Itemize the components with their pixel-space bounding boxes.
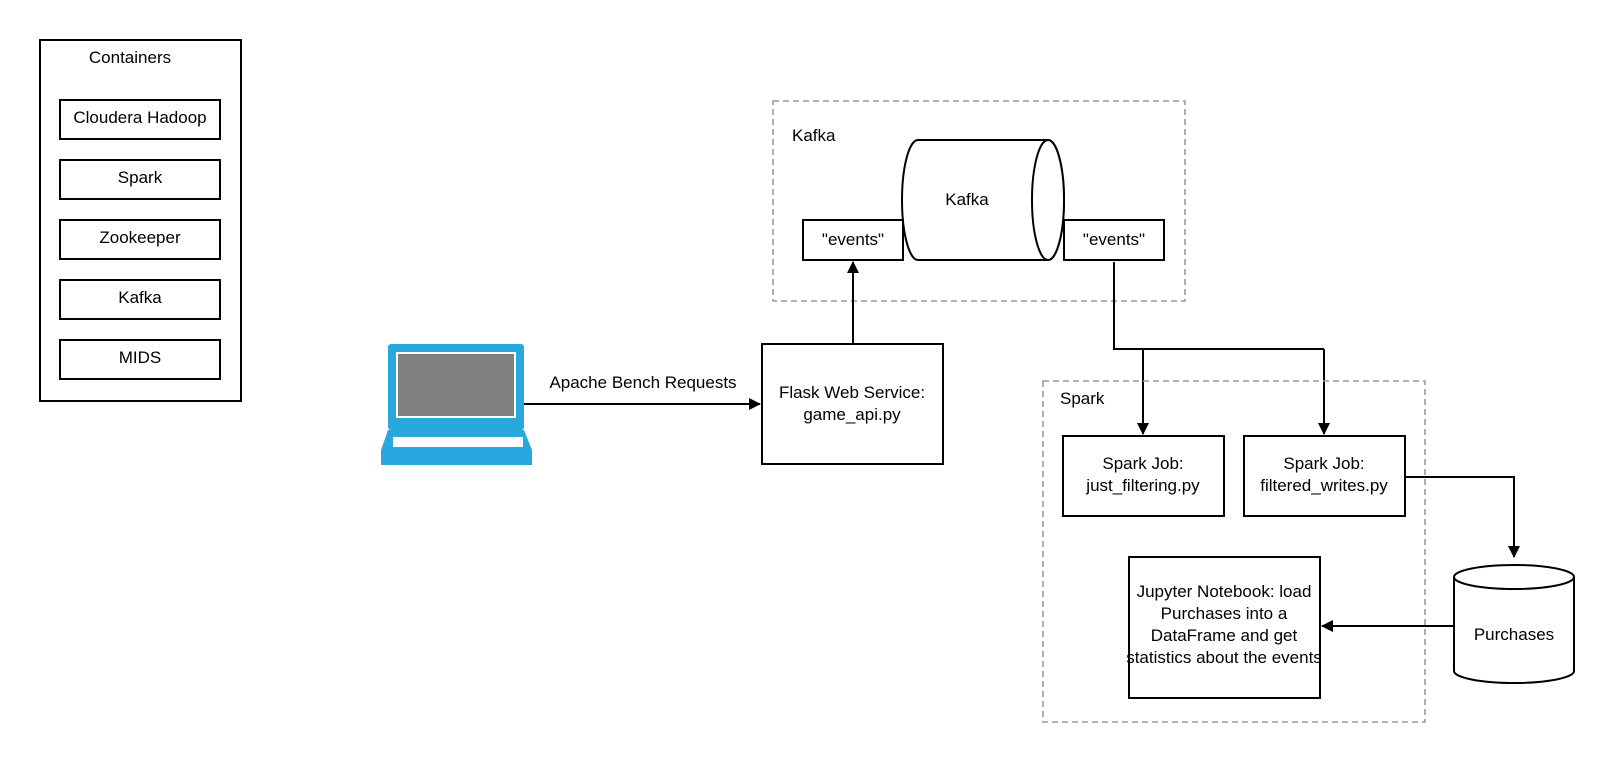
container-label: Zookeeper — [99, 228, 181, 247]
spark-group-border — [1042, 380, 1426, 723]
notebook-line: Purchases into a — [1161, 604, 1288, 623]
container-label: Kafka — [118, 288, 162, 307]
flask-web-service: Flask Web Service: game_api.py — [761, 343, 944, 465]
topic-events-in: "events" — [802, 219, 904, 261]
kafka-cylinder-label: Kafka — [945, 190, 989, 209]
kafka-group-label: Kafka — [792, 126, 836, 145]
container-spark: Spark — [59, 159, 221, 200]
kafka-to-spark-edges — [1113, 262, 1330, 435]
topic-events-out: "events" — [1063, 219, 1165, 261]
spark-job-line2: filtered_writes.py — [1260, 476, 1388, 495]
spark-job-line1: Spark Job: — [1283, 454, 1364, 473]
purchases-label: Purchases — [1474, 625, 1554, 644]
laptop-icon — [381, 344, 532, 465]
purchases-storage: Purchases — [1453, 564, 1575, 684]
requests-edge: Apache Bench Requests — [524, 373, 761, 410]
container-label: MIDS — [119, 348, 162, 367]
spark-group-label: Spark — [1060, 389, 1105, 408]
spark-group: Spark Spark Job: just_filtering.py Spark… — [1042, 380, 1426, 723]
flask-line2: game_api.py — [803, 405, 901, 424]
jupyter-notebook: Jupyter Notebook: load Purchases into a … — [1126, 556, 1322, 699]
topic-label: "events" — [822, 230, 884, 249]
containers-panel: Containers Cloudera Hadoop Spark Zookeep… — [39, 39, 242, 402]
kafka-group-border — [772, 100, 1186, 302]
kafka-cylinder: Kafka — [901, 139, 1065, 261]
notebook-line: DataFrame and get — [1151, 626, 1298, 645]
container-zookeeper: Zookeeper — [59, 219, 221, 260]
container-label: Cloudera Hadoop — [73, 108, 206, 127]
notebook-line: statistics about the events — [1126, 648, 1322, 667]
spark-job-line2: just_filtering.py — [1085, 476, 1200, 495]
requests-edge-label: Apache Bench Requests — [549, 373, 736, 392]
flask-line1: Flask Web Service: — [779, 383, 925, 402]
kafka-group: Kafka Kafka "events" "events" — [772, 100, 1186, 302]
container-label: Spark — [118, 168, 163, 187]
topic-label: "events" — [1083, 230, 1145, 249]
spark-job-line1: Spark Job: — [1102, 454, 1183, 473]
container-kafka: Kafka — [59, 279, 221, 320]
spark-job-filtered-writes: Spark Job: filtered_writes.py — [1243, 435, 1406, 517]
writes-to-purchases-edge — [1405, 476, 1520, 558]
container-mids: MIDS — [59, 339, 221, 380]
containers-title: Containers — [89, 48, 171, 67]
spark-job-just-filtering: Spark Job: just_filtering.py — [1062, 435, 1225, 517]
container-cloudera-hadoop: Cloudera Hadoop — [59, 99, 221, 140]
notebook-line: Jupyter Notebook: load — [1137, 582, 1312, 601]
